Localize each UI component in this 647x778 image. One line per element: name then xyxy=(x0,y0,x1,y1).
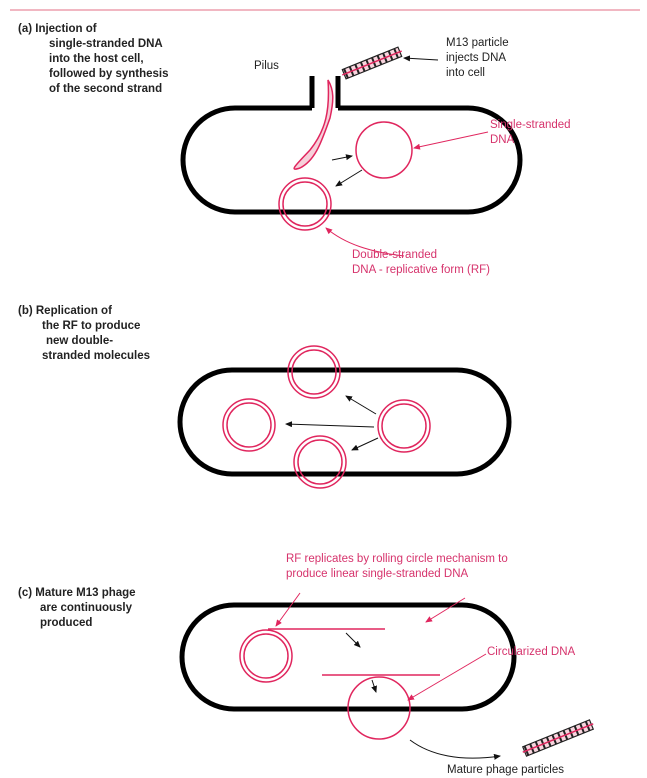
rf-b-4-inner xyxy=(298,440,342,484)
panel-b-graphics xyxy=(180,346,509,488)
panel-c-title-1: (c) Mature M13 phage xyxy=(18,586,136,600)
panel-c-graphics xyxy=(182,593,595,758)
ss-dna-label-1: Single-stranded xyxy=(490,118,571,132)
panel-b-title-4: stranded molecules xyxy=(42,349,150,363)
rf-b-4-outer xyxy=(294,436,346,488)
panel-a-title-2: single-stranded DNA xyxy=(49,37,163,51)
panel-b-title-3: new double- xyxy=(46,334,113,348)
rf-c-outer xyxy=(240,630,292,682)
panel-b-title-2: the RF to produce xyxy=(42,319,140,333)
pilus-label: Pilus xyxy=(254,59,279,73)
particle-arrow xyxy=(404,58,438,60)
mature-phage-label: Mature phage particles xyxy=(447,763,564,777)
rf-label-2: DNA - replicative form (RF) xyxy=(352,263,490,277)
m13-particle-c xyxy=(521,719,595,757)
rolling-circle-label-2: produce linear single-stranded DNA xyxy=(286,567,468,581)
arrow-strand-to-ss xyxy=(332,156,352,160)
rf-label-1: Double-stranded xyxy=(352,248,437,262)
rolling-circle-label-1: RF replicates by rolling circle mechanis… xyxy=(286,552,508,566)
m13-particle-a xyxy=(340,46,403,79)
circularized-dna-label: Circularized DNA xyxy=(487,645,575,659)
panel-a-title-3: into the host cell, xyxy=(49,52,144,66)
rf-circle-outer-a xyxy=(279,178,331,230)
particle-label-3: into cell xyxy=(446,66,485,80)
arrow-b-left xyxy=(286,424,374,427)
arrow-b-up xyxy=(346,396,376,414)
arrow-b-down xyxy=(352,438,378,450)
ss-label-arrow xyxy=(414,132,488,148)
rolling-label-arrow-2 xyxy=(426,598,465,622)
panel-c-title-2: are continuously xyxy=(40,601,132,615)
panel-a-title-4: followed by synthesis xyxy=(49,67,169,81)
ss-dna-circle-a xyxy=(356,122,412,178)
arrow-ss-to-rf xyxy=(336,170,362,186)
rf-b-2-inner xyxy=(227,403,271,447)
circularized-label-arrow xyxy=(408,654,486,700)
arrow-c-1 xyxy=(346,633,360,647)
panel-a-title-5: of the second strand xyxy=(49,82,162,96)
host-cell-a xyxy=(183,108,520,212)
particle-label-2: injects DNA xyxy=(446,51,506,65)
pilus xyxy=(312,76,338,108)
rf-b-3-inner xyxy=(382,404,426,448)
rf-b-2-outer xyxy=(223,399,275,451)
ss-dna-label-2: DNA xyxy=(490,133,514,147)
panel-c-title-3: produced xyxy=(40,616,92,630)
rf-circle-inner-a xyxy=(283,182,327,226)
particle-label-1: M13 particle xyxy=(446,36,509,50)
panel-b-title-1: (b) Replication of xyxy=(18,304,112,318)
arrow-c-2 xyxy=(372,680,376,692)
host-cell-c xyxy=(182,605,514,709)
rf-c-inner xyxy=(244,634,288,678)
rolling-label-arrow-1 xyxy=(276,593,300,626)
arrow-to-mature xyxy=(410,740,500,758)
rf-b-3-outer xyxy=(378,400,430,452)
panel-a-title-1: (a) Injection of xyxy=(18,22,97,36)
host-cell-b xyxy=(180,370,509,474)
